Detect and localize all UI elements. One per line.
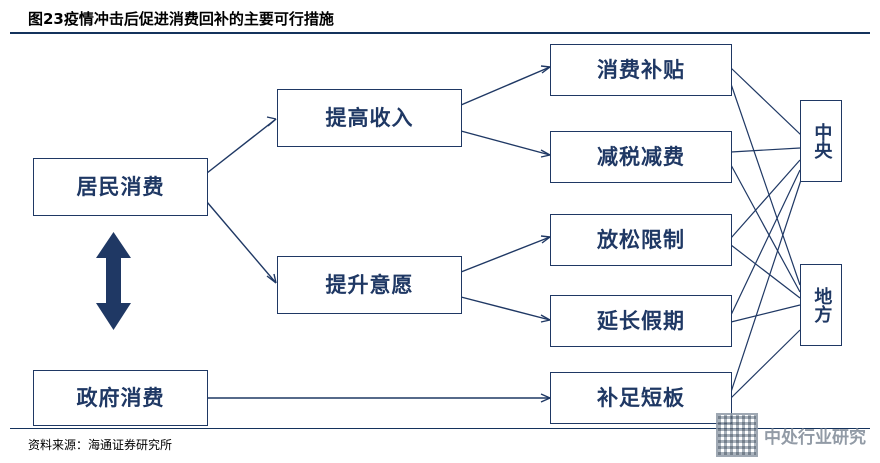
source-note: 资料来源：海通证券研究所 (28, 438, 173, 452)
node-government-consumption[interactable]: 政府消费 (33, 370, 208, 426)
title-divider-top (10, 32, 870, 34)
node-raise-income[interactable]: 提高收入 (277, 89, 462, 147)
source-divider-bottom (10, 428, 870, 429)
node-consumption-subsidy[interactable]: 消费补贴 (550, 44, 732, 96)
node-raise-willingness[interactable]: 提升意愿 (277, 256, 462, 314)
node-resident-consumption[interactable]: 居民消费 (33, 158, 208, 216)
double-arrow-icon (96, 232, 131, 330)
node-extend-holiday[interactable]: 延长假期 (550, 295, 732, 347)
watermark-label: 中处行业研究 (764, 427, 866, 448)
node-local[interactable]: 地方 (800, 264, 842, 346)
qr-code-icon (716, 413, 758, 457)
node-central[interactable]: 中央 (800, 100, 842, 182)
node-tax-fee-cut[interactable]: 减税减费 (550, 131, 732, 183)
node-relax-restrictions[interactable]: 放松限制 (550, 214, 732, 266)
node-fill-shortcomings[interactable]: 补足短板 (550, 372, 732, 424)
watermark: 中处行业研究 (716, 413, 866, 457)
page-title: 图23疫情冲击后促进消费回补的主要可行措施 (28, 10, 334, 28)
